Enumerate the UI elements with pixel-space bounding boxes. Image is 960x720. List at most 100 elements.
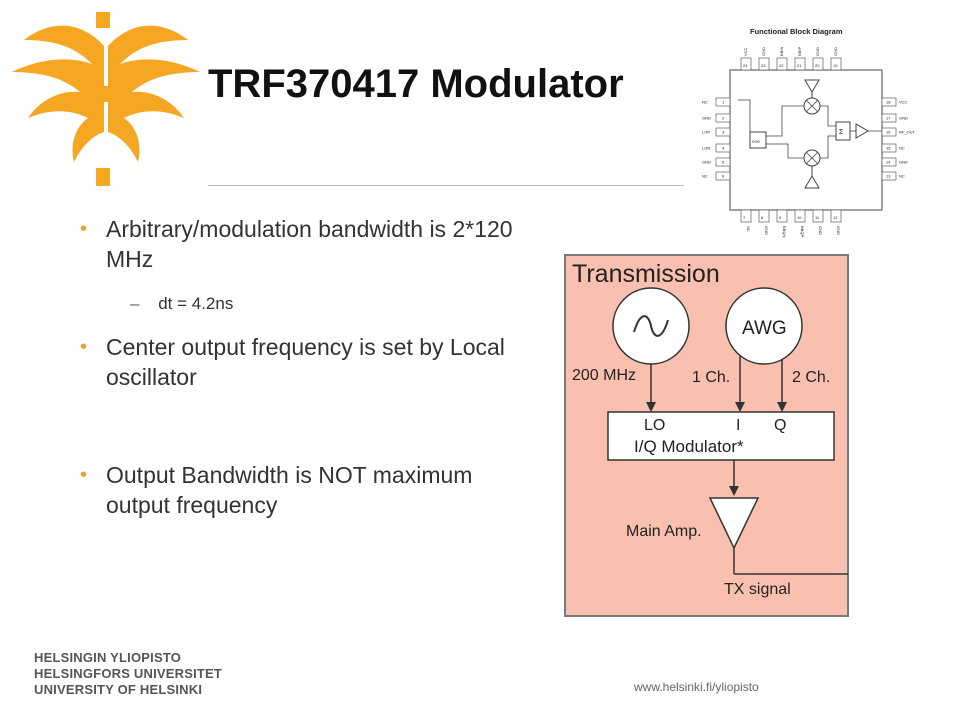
pin-label: BBIP xyxy=(797,47,802,56)
chip-pin xyxy=(881,127,897,137)
summer-label: Σ xyxy=(839,129,844,136)
phase-splitter-label: 0/90 xyxy=(752,139,761,144)
pin-label: NC xyxy=(899,146,905,151)
chip-pin xyxy=(715,157,731,167)
pin-number: 14 xyxy=(886,160,891,165)
slide-title: TRF370417 Modulator xyxy=(208,62,624,106)
bullet-item: • Arbitrary/modulation bandwidth is 2*12… xyxy=(80,214,520,274)
bullet-marker: • xyxy=(80,336,88,358)
chip-pin xyxy=(740,57,752,71)
buffer-q-icon xyxy=(804,175,820,189)
bullet-item: • Output Bandwidth is NOT maximum output… xyxy=(80,460,500,520)
transmission-title: Transmission xyxy=(572,260,720,288)
block-diagram-title: Functional Block Diagram xyxy=(750,27,843,36)
chip-pin xyxy=(715,171,731,181)
pin-number: 18 xyxy=(886,100,891,105)
pin-number: 19 xyxy=(833,63,838,68)
awg-label: AWG xyxy=(742,318,787,339)
awg-icon xyxy=(725,287,803,365)
chip-pin xyxy=(776,57,788,71)
pin-number: 1 xyxy=(722,100,725,105)
university-wordmark: HELSINGIN YLIOPISTO HELSINGFORS UNIVERSI… xyxy=(34,650,222,698)
pin-label: GND xyxy=(899,116,908,121)
q-port-label: Q xyxy=(774,417,786,434)
iq-modulator-block xyxy=(607,411,835,461)
sub-bullet-item: – dt = 4.2ns xyxy=(130,294,233,314)
bullet-marker: • xyxy=(80,464,88,486)
chip-pin xyxy=(794,57,806,71)
pin-label: BBQP xyxy=(800,226,805,237)
pin-label: NC xyxy=(702,100,708,105)
footer-url[interactable]: www.helsinki.fi/yliopisto xyxy=(634,680,759,694)
chip-pin xyxy=(758,209,770,223)
pin-number: 12 xyxy=(833,215,838,220)
pin-number: 4 xyxy=(722,146,725,151)
chip-pin xyxy=(715,127,731,137)
pin-label: NC xyxy=(702,174,708,179)
chip-pin xyxy=(776,209,788,223)
pin-number: 10 xyxy=(797,215,802,220)
chip-pin xyxy=(881,113,897,123)
chip-pin xyxy=(881,97,897,107)
pin-label: NC xyxy=(746,226,751,232)
sub-bullet-text: dt = 4.2ns xyxy=(158,294,234,313)
pin-number: 8 xyxy=(761,215,764,220)
chip-pin xyxy=(830,209,842,223)
pin-label: VCC xyxy=(899,100,908,105)
chip-pin xyxy=(830,57,842,71)
chip-pin xyxy=(715,143,731,153)
pin-label: GND xyxy=(815,47,820,56)
chip-pin xyxy=(881,157,897,167)
bullet-text: Arbitrary/modulation bandwidth is 2*120 … xyxy=(106,216,513,272)
q-arrow-icon xyxy=(777,402,787,412)
pin-label: GND xyxy=(833,47,838,56)
pin-label: VCC xyxy=(743,47,748,56)
sine-wave-icon xyxy=(633,315,669,337)
chip-pin xyxy=(881,143,897,153)
lo-port-label: LO xyxy=(644,417,665,434)
pin-number: 6 xyxy=(722,174,725,179)
iq-modulator-label: I/Q Modulator* xyxy=(634,437,744,456)
pin-number: 13 xyxy=(886,174,891,179)
sub-bullet-marker: – xyxy=(130,294,140,313)
functional-block-diagram: Functional Block Diagram 24VCC23GND22BBI… xyxy=(702,27,916,237)
transmission-diagram: Transmission AWG 200 MHz 1 Ch. 2 Ch. LO … xyxy=(564,254,849,617)
pin-number: 17 xyxy=(886,116,891,121)
bullet-item: • Center output frequency is set by Loca… xyxy=(80,332,520,392)
pin-number: 3 xyxy=(722,130,725,135)
pin-label: NC xyxy=(899,174,905,179)
pin-label: BBQN xyxy=(782,226,787,237)
chip-pin xyxy=(812,57,824,71)
pin-number: 9 xyxy=(779,215,782,220)
pin-number: 15 xyxy=(886,146,891,151)
chip-pin xyxy=(794,209,806,223)
chip-pin xyxy=(812,209,824,223)
pin-label: RF_OUT xyxy=(899,130,916,135)
pin-label: BBIN xyxy=(779,47,784,56)
bullet-text: Center output frequency is set by Local … xyxy=(106,334,505,390)
amp-input-arrow-icon xyxy=(729,486,739,496)
title-divider xyxy=(208,185,684,186)
pin-number: 11 xyxy=(815,215,820,220)
lo-arrow-icon xyxy=(646,402,656,412)
phase-splitter-block xyxy=(749,131,767,149)
bullet-marker: • xyxy=(80,218,88,240)
pin-label: LOP xyxy=(702,130,710,135)
i-port-label: I xyxy=(736,417,740,434)
university-logo xyxy=(12,12,200,186)
main-amp-label: Main Amp. xyxy=(626,523,702,540)
chip-pin xyxy=(758,57,770,71)
pin-number: 16 xyxy=(886,130,891,135)
pin-number: 23 xyxy=(761,63,766,68)
pin-number: 21 xyxy=(797,63,802,68)
pin-label: GND xyxy=(818,226,823,235)
main-amp-icon xyxy=(708,497,760,550)
pin-label: GND xyxy=(702,160,711,165)
pin-label: GND xyxy=(899,160,908,165)
pin-number: 5 xyxy=(722,160,725,165)
channel-2-label: 2 Ch. xyxy=(792,369,830,386)
pin-label: GND xyxy=(764,226,769,235)
i-arrow-icon xyxy=(735,402,745,412)
pin-number: 20 xyxy=(815,63,820,68)
pin-label: GND xyxy=(761,47,766,56)
